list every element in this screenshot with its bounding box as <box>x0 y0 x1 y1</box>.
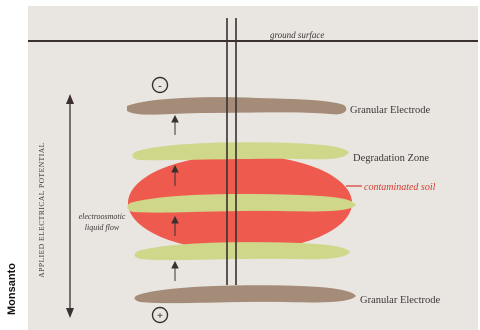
granular-electrode-top-label: Granular Electrode <box>350 105 431 116</box>
contaminated-soil-label: contaminated soil <box>364 182 436 193</box>
photo-credit: Monsanto <box>6 254 20 324</box>
electroosmotic-label-line2: liquid flow <box>85 223 120 232</box>
granular-electrode-bottom-label: Granular Electrode <box>360 295 441 306</box>
electroosmotic-label-line1: electroosmotic <box>79 212 126 221</box>
ground-surface-label: ground surface <box>270 30 324 40</box>
applied-potential-label: APPLIED ELECTRICAL POTENTIAL <box>37 142 46 277</box>
degradation-zone-label: Degradation Zone <box>353 153 429 164</box>
negative-polarity-sign: - <box>158 80 162 92</box>
positive-polarity-sign: + <box>157 310 163 322</box>
